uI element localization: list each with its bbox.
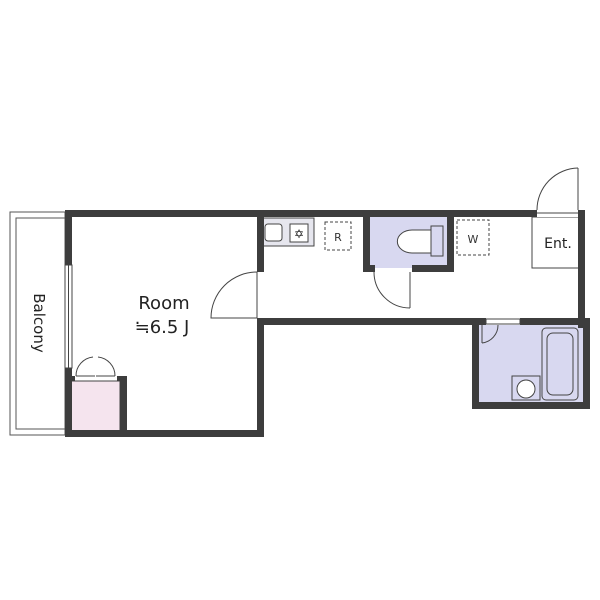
wall-room-kitchen-upper	[257, 210, 264, 272]
wall-room-kitchen-lower	[257, 318, 264, 437]
wall-closet-right	[120, 376, 127, 437]
toilet-door-swing	[373, 271, 411, 309]
washbasin-icon	[516, 379, 536, 399]
washer-outline	[456, 219, 490, 256]
toilet-room	[367, 214, 453, 268]
kitchen-counter: ✡	[261, 217, 315, 247]
wall-corridor-bottom	[257, 318, 479, 325]
wall-bath-bottom	[472, 402, 590, 409]
wall-left-room-lower	[65, 368, 72, 437]
closet	[69, 380, 121, 432]
wall-toilet-left	[363, 210, 370, 272]
toilet-icon	[396, 229, 432, 254]
wall-top-kitchen	[257, 210, 537, 217]
fridge-label: R	[334, 231, 342, 244]
wall-bottom-room	[65, 430, 264, 437]
wall-left-room-upper	[65, 210, 72, 265]
closet-door-right	[96, 356, 116, 377]
stove-burner-icon: ✡	[294, 227, 304, 241]
bath-door-swing	[481, 324, 499, 344]
entrance-gap-top	[537, 210, 578, 217]
wall-bath-left	[472, 318, 479, 409]
balcony-outline	[9, 211, 66, 436]
washer-label: W	[468, 233, 479, 246]
closet-floor	[69, 380, 121, 432]
wall-bath-right	[583, 318, 590, 409]
balcony-window	[64, 264, 73, 369]
entrance-door-swing	[536, 167, 579, 211]
washer-space: W	[456, 219, 490, 256]
wall-closet-top-right	[117, 376, 127, 381]
bathtub-outline	[541, 327, 579, 401]
bathroom	[478, 325, 584, 405]
wall-toilet-bottom-left	[363, 265, 375, 272]
wall-bath-top-right	[520, 318, 585, 325]
walls	[65, 210, 590, 437]
bath-window	[485, 318, 521, 325]
wall-toilet-bottom-right	[412, 265, 454, 272]
wall-toilet-right	[447, 210, 454, 272]
room-size-label: ≒6.5 J	[135, 317, 190, 338]
balcony-label: Balcony	[30, 293, 48, 353]
bathtub-inner	[546, 332, 574, 396]
fridge-outline	[324, 221, 352, 251]
wall-bath-top-left	[472, 318, 486, 325]
wall-top-room	[65, 210, 265, 217]
sink-icon	[264, 223, 283, 242]
wall-closet-top-left	[65, 376, 75, 381]
entrance-label: Ent.	[544, 236, 572, 252]
entrance: Ent.	[531, 216, 583, 269]
balcony	[9, 211, 66, 436]
stove-icon	[289, 223, 309, 243]
fridge-space: R	[324, 221, 352, 251]
toilet-tank	[430, 225, 444, 257]
doors	[75, 167, 579, 377]
wall-right-entrance	[578, 210, 585, 328]
room-door-swing	[210, 271, 258, 319]
closet-door-left	[75, 356, 95, 377]
bath-window-frame	[485, 318, 521, 325]
room-label: Room	[138, 293, 189, 314]
